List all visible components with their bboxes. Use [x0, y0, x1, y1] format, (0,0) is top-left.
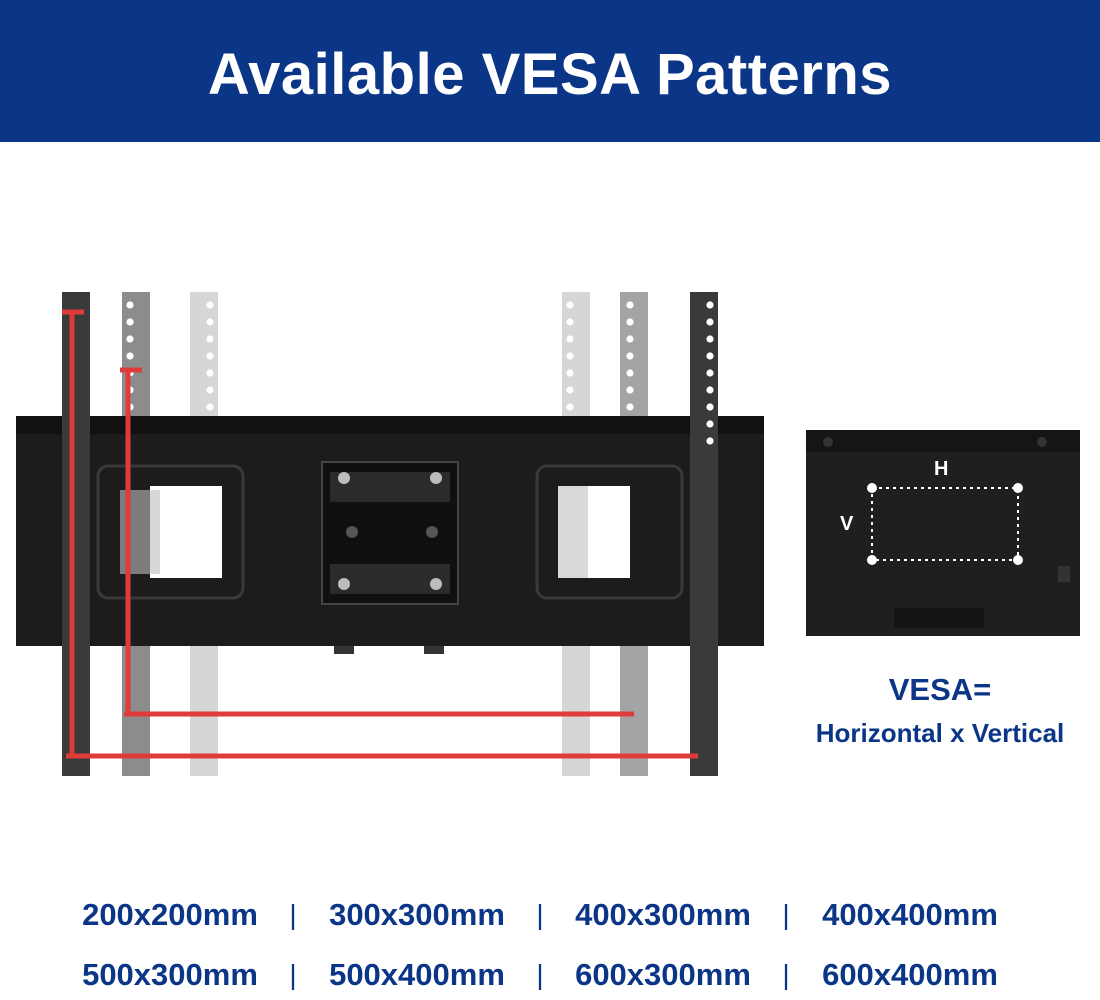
page-title: Available VESA Patterns [207, 42, 893, 107]
size-item: 400x400mm [822, 897, 998, 932]
vesa-guides [62, 309, 698, 759]
vertical-label: V [840, 513, 854, 535]
horizontal-label: H [934, 458, 948, 480]
size-row: 500x300mm | 500x400mm | 600x300mm | 600x… [0, 950, 1100, 1000]
separator: | [536, 959, 544, 990]
tv-back-illustration: H V [806, 430, 1080, 636]
rail-dark-right [690, 292, 718, 776]
size-item: 500x300mm [82, 957, 258, 992]
header-banner: Available VESA Patterns [0, 0, 1100, 142]
separator: | [289, 959, 297, 990]
separator: | [782, 959, 790, 990]
wall-mount-illustration [16, 292, 764, 776]
size-item: 200x200mm [82, 897, 258, 932]
size-row: 200x200mm | 300x300mm | 400x300mm | 400x… [0, 890, 1100, 940]
mount-plate [16, 416, 764, 654]
vesa-formula-subtitle: Horizontal x Vertical [815, 718, 1065, 748]
size-item: 500x400mm [329, 957, 505, 992]
separator: | [782, 899, 790, 930]
separator: | [289, 899, 297, 930]
size-item: 300x300mm [329, 897, 505, 932]
rail-dark-left [62, 292, 90, 776]
size-item: 600x400mm [822, 957, 998, 992]
separator: | [536, 899, 544, 930]
size-item: 400x300mm [575, 897, 751, 932]
vesa-formula-title: VESA= [888, 672, 992, 707]
size-item: 600x300mm [575, 957, 751, 992]
